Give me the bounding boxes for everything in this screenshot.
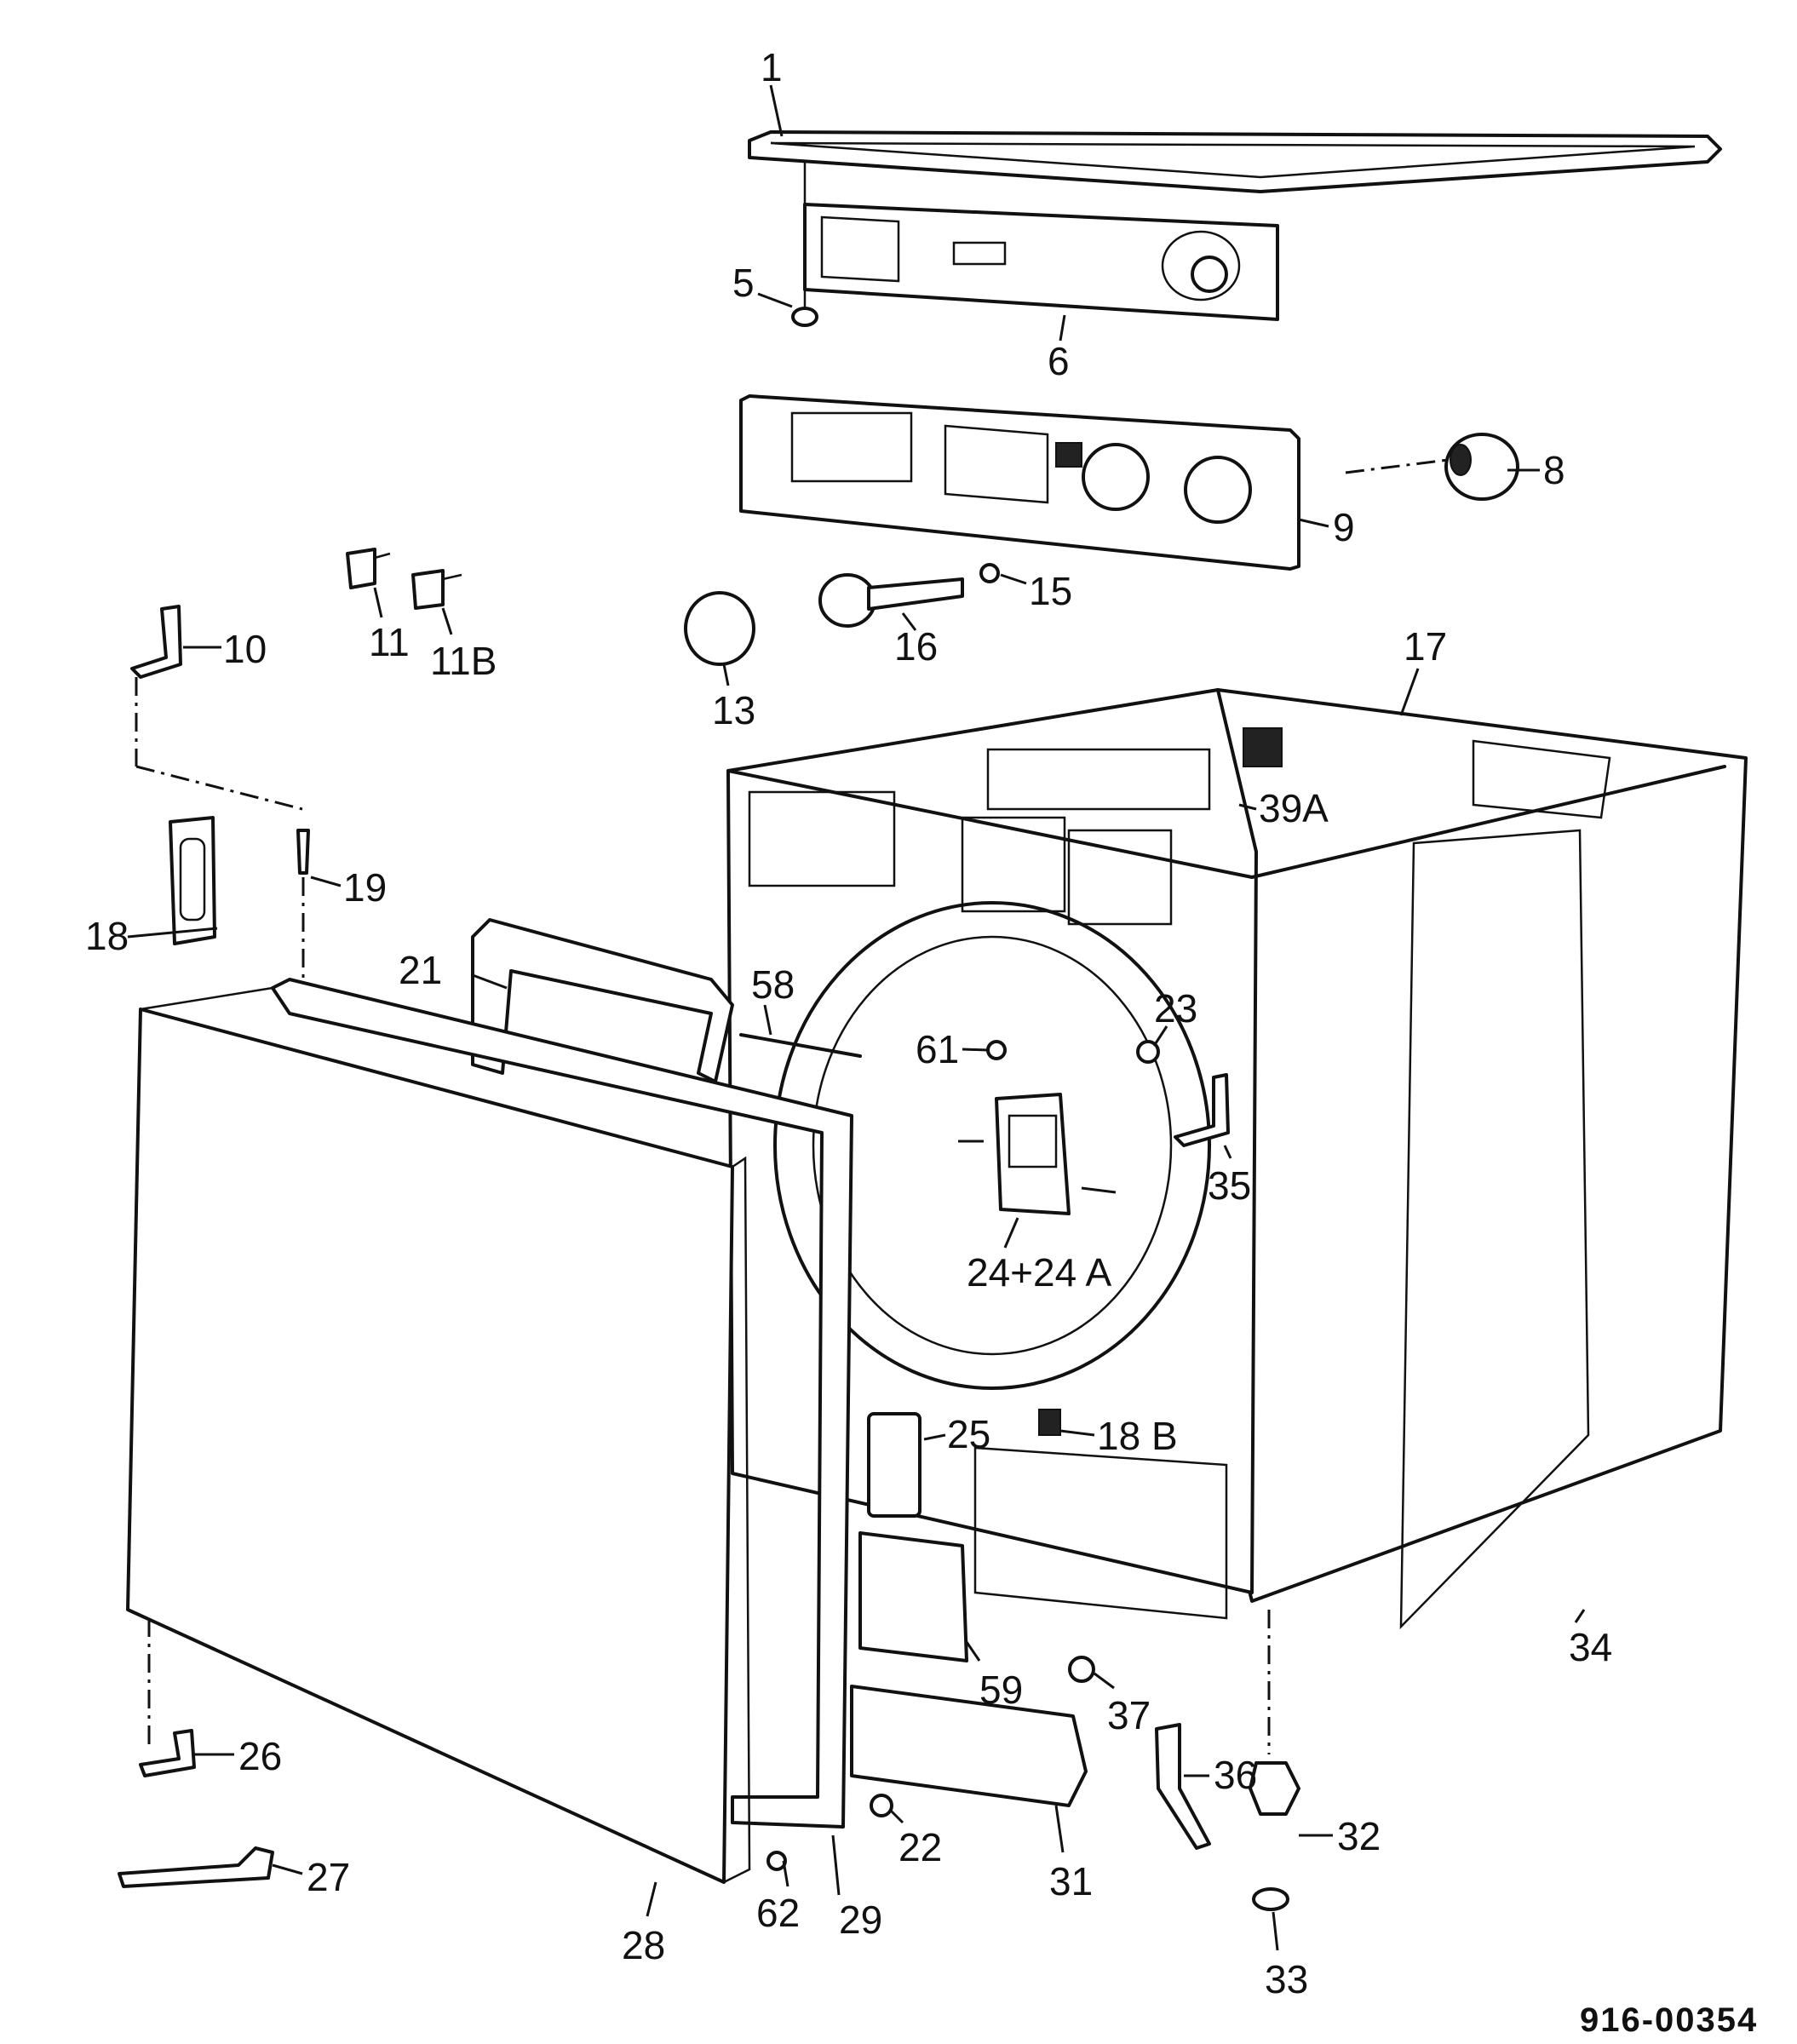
callout-32: 32: [1337, 1814, 1381, 1858]
callout-34: 34: [1569, 1625, 1612, 1669]
part-screw-61: [986, 1040, 1007, 1060]
callout-33: 33: [1265, 1957, 1308, 2001]
callout-27: 27: [307, 1855, 350, 1899]
callout-11b: 11B: [430, 639, 497, 683]
callout-9: 9: [1333, 505, 1355, 549]
part-door-frame-21: [471, 918, 734, 1083]
part-cabinet: [726, 688, 1748, 1630]
callout-61: 61: [916, 1027, 959, 1071]
callout-10: 10: [223, 627, 267, 671]
callout-13: 13: [712, 688, 755, 732]
callout-62: 62: [756, 1891, 800, 1935]
part-screw-5: [791, 162, 818, 327]
callout-25: 25: [947, 1412, 990, 1456]
callout-15: 15: [1029, 569, 1072, 613]
part-inner-door-29: [271, 978, 853, 1829]
callout-19: 19: [343, 865, 387, 910]
callout-59: 59: [979, 1668, 1023, 1712]
callout-37: 37: [1107, 1693, 1151, 1737]
callout-26: 26: [238, 1734, 282, 1778]
callout-36: 36: [1214, 1753, 1257, 1797]
callout-58: 58: [751, 962, 795, 1007]
part-door-panel-28: [126, 986, 751, 1884]
part-grommet-37: [1068, 1656, 1095, 1683]
part-bracket-36: [1155, 1723, 1211, 1850]
callout-18: 18: [85, 914, 129, 958]
callout-16: 16: [894, 624, 938, 669]
leader-lines: [127, 84, 1586, 1951]
part-foot-32: [1249, 1610, 1300, 1911]
part-control-panel-fascia: [803, 203, 1279, 321]
part-drum-opening: [773, 901, 1211, 1390]
part-spindle-16: [818, 563, 1000, 628]
callout-21: 21: [399, 948, 442, 992]
part-control-housing: [739, 394, 1300, 571]
part-screw-22: [870, 1794, 893, 1817]
callout-31: 31: [1049, 1859, 1093, 1903]
part-cable-27: [118, 1846, 274, 1888]
part-catch-25: [867, 1412, 921, 1518]
part-switch-11b: [411, 569, 462, 610]
callout-24: 24+24 A: [967, 1250, 1111, 1295]
document-number: 916-00354: [1580, 2001, 1758, 2039]
part-door-lock-24: [958, 1093, 1117, 1215]
callout-35: 35: [1208, 1163, 1251, 1208]
part-screw-62: [766, 1851, 787, 1871]
part-cap-13: [684, 591, 755, 666]
part-switch-18b: [1038, 1409, 1061, 1436]
part-grommet-23: [1136, 1040, 1160, 1064]
callout-1: 1: [761, 45, 783, 89]
part-rail-58: [739, 1033, 862, 1058]
callout-29: 29: [839, 1898, 882, 1942]
part-seal-59: [858, 1531, 968, 1662]
part-pin-19: [296, 829, 310, 979]
part-hinge-bracket-10: [130, 605, 303, 811]
part-hinge-26: [139, 1618, 196, 1777]
callout-8: 8: [1543, 448, 1565, 492]
part-top-cover: [748, 130, 1722, 193]
part-door-handle-18: [169, 816, 216, 945]
callout-22: 22: [898, 1825, 942, 1869]
callout-6: 6: [1048, 339, 1070, 383]
part-switch-11: [346, 548, 391, 589]
callout-11: 11: [369, 620, 410, 664]
part-knob-8: [1345, 433, 1519, 501]
callout-5: 5: [732, 261, 755, 305]
part-kick-plate-31: [850, 1685, 1088, 1807]
part-bracket-35: [1174, 1073, 1230, 1147]
callout-23: 23: [1154, 986, 1197, 1031]
callout-labels: 1 5 6 8 9 10 11 11B 13 15 16 17 18 18 B …: [85, 45, 1612, 2001]
callout-28: 28: [622, 1923, 665, 1967]
callout-18b: 18 B: [1097, 1414, 1178, 1458]
callout-39a: 39A: [1259, 786, 1329, 830]
callout-17: 17: [1404, 624, 1447, 669]
